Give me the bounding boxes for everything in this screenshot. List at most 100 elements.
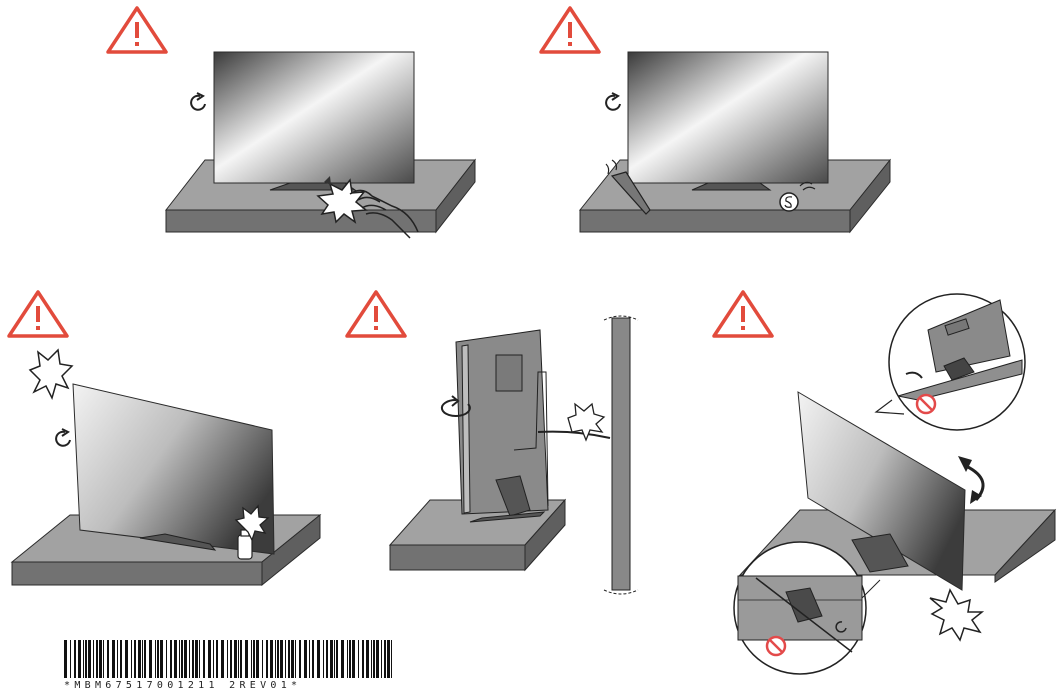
barcode-bar <box>230 640 232 678</box>
barcode-bar <box>366 640 369 678</box>
barcode-bar <box>149 640 152 678</box>
tv-screen <box>213 51 415 191</box>
barcode-bar <box>93 640 94 678</box>
barcode-bar <box>160 640 163 678</box>
barcode-text: *MBM67517001211 2REV01* <box>64 680 302 691</box>
impact-burst-icon <box>234 504 270 542</box>
barcode-bar <box>270 640 273 678</box>
barcode-bar <box>336 640 338 678</box>
barcode-bar <box>203 640 205 678</box>
barcode-bar <box>96 640 98 678</box>
barcode-bar <box>291 640 294 678</box>
barcode-bar <box>166 640 167 678</box>
tv-screen <box>627 51 829 191</box>
warning-triangle-icon <box>7 290 69 338</box>
barcode-bar <box>181 640 183 678</box>
barcode-bar <box>120 640 122 678</box>
rotate-arrow-icon <box>55 428 71 447</box>
barcode-bar <box>85 640 87 678</box>
barcode-bar <box>387 640 390 678</box>
barcode-bar <box>70 640 71 678</box>
rotate-arrow-icon <box>190 92 206 111</box>
barcode-bar <box>134 640 136 678</box>
barcode-bar <box>99 640 102 678</box>
barcode-bar <box>304 640 307 678</box>
barcode-bar <box>144 640 146 678</box>
barcode-bar <box>317 640 320 678</box>
barcode-bar <box>221 640 224 678</box>
barcode-bar <box>285 640 286 678</box>
barcode-bar <box>216 640 218 678</box>
barcode-bar <box>131 640 132 678</box>
barcode-bar <box>157 640 159 678</box>
barcode-bar <box>295 640 296 678</box>
barcode-bar <box>330 640 333 678</box>
barcode-bar <box>64 640 67 678</box>
impact-burst-icon <box>28 348 74 401</box>
barcode-bar <box>170 640 172 678</box>
rotate-arrow-icon <box>440 395 471 417</box>
barcode-bar <box>341 640 344 678</box>
barcode-bar <box>227 640 228 678</box>
barcode-bar <box>103 640 104 678</box>
barcode-bar <box>192 640 194 678</box>
barcode-bar <box>371 640 372 678</box>
cable <box>537 430 611 439</box>
barcode-bar <box>184 640 187 678</box>
barcode-bar <box>391 640 392 678</box>
barcode-bar <box>208 640 211 678</box>
impact-burst-icon <box>567 402 606 442</box>
barcode-bar <box>117 640 118 678</box>
barcode-bar <box>381 640 382 678</box>
barcode-bar <box>74 640 76 678</box>
barcode-bar <box>266 640 268 678</box>
tv-back-panel <box>455 329 549 523</box>
barcode-bar <box>323 640 324 678</box>
inset-detail-bottom <box>733 541 881 675</box>
warning-triangle-icon <box>539 6 601 54</box>
barcode-bar <box>199 640 200 678</box>
rotate-arrow-icon <box>605 92 621 111</box>
hand-icon <box>349 189 419 239</box>
barcode-bar <box>195 640 198 678</box>
impact-burst-icon <box>929 588 985 642</box>
barcode-bar <box>373 640 375 678</box>
double-arrow-icon <box>958 456 985 504</box>
barcode-bar <box>334 640 335 678</box>
barcode-bar <box>280 640 283 678</box>
barcode-bar <box>352 640 355 678</box>
barcode-bar <box>240 640 242 678</box>
barcode-bar <box>358 640 359 678</box>
barcode-bar <box>142 640 143 678</box>
barcode-bar <box>384 640 386 678</box>
barcode-bar <box>309 640 310 678</box>
barcode-bar <box>251 640 252 678</box>
impact-burst-icon <box>316 176 368 224</box>
inset-detail-top <box>874 293 1026 431</box>
warning-triangle-icon <box>106 6 168 54</box>
tv-screen-leaning <box>797 391 966 591</box>
barcode-bar <box>326 640 328 678</box>
barcode-bar <box>174 640 177 678</box>
barcode-bar <box>347 640 348 678</box>
wall <box>603 315 639 595</box>
barcode <box>64 640 392 678</box>
barcode-bar <box>288 640 290 678</box>
barcode-bar <box>179 640 180 678</box>
warning-triangle-icon <box>345 290 407 338</box>
barcode-bar <box>213 640 214 678</box>
barcode-bar <box>277 640 279 678</box>
screwdriver-icon <box>605 159 651 215</box>
barcode-bar <box>349 640 351 678</box>
barcode-bar <box>138 640 141 678</box>
warning-triangle-icon <box>712 290 774 338</box>
barcode-bar <box>256 640 259 678</box>
barcode-bar <box>312 640 314 678</box>
barcode-bar <box>234 640 237 678</box>
barcode-bar <box>107 640 109 678</box>
barcode-bar <box>362 640 364 678</box>
coin-icon <box>779 181 816 212</box>
tv-screen-tilted <box>72 383 275 555</box>
barcode-bar <box>88 640 91 678</box>
